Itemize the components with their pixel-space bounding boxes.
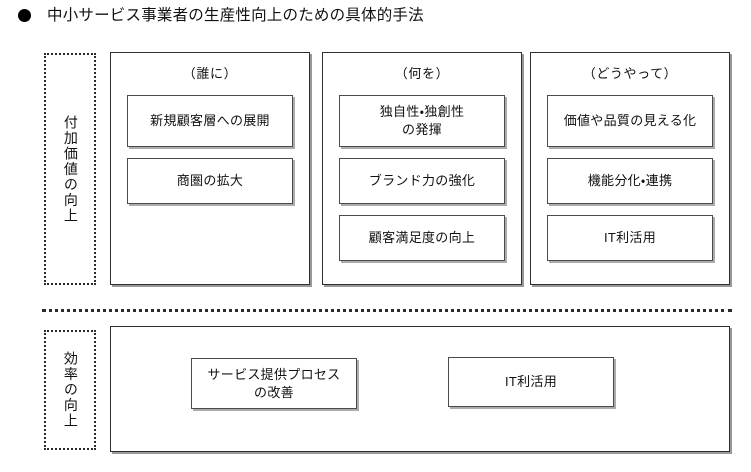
item-function-separation-cooperation[interactable]: 機能分化・連携	[547, 158, 713, 204]
column-panel-how: （どうやって） 価値や品質の見える化 機能分化・連携 IT利活用	[530, 52, 730, 285]
column-body-what: 独自性・独創性 の発揮 ブランド力の強化 顧客満足度の向上	[339, 95, 505, 274]
column-panel-what: （何を） 独自性・独創性 の発揮 ブランド力の強化 顧客満足度の向上	[322, 52, 522, 285]
item-new-customer-expansion[interactable]: 新規顧客層への展開	[127, 95, 293, 147]
column-body-how: 価値や品質の見える化 機能分化・連携 IT利活用	[547, 95, 713, 274]
column-header-who: （誰に）	[182, 66, 238, 81]
row-label-value-added: 付加価値の向上	[44, 53, 96, 285]
row-label-efficiency-text: 効率の向上	[62, 351, 79, 429]
bullet-icon	[18, 9, 31, 23]
row-label-value-added-text: 付加価値の向上	[62, 114, 79, 224]
column-body-who: 新規顧客層への展開 商圏の拡大	[127, 95, 293, 274]
item-it-utilization[interactable]: IT利活用	[547, 215, 713, 261]
column-header-how: （どうやって）	[582, 66, 678, 81]
item-value-quality-visualization[interactable]: 価値や品質の見える化	[547, 95, 713, 147]
item-trade-area-expansion[interactable]: 商圏の拡大	[127, 158, 293, 204]
section-divider	[42, 309, 732, 312]
page-title-text: 中小サービス事業者の生産性向上のための具体的手法	[47, 7, 424, 24]
page-title: 中小サービス事業者の生産性向上のための具体的手法	[18, 6, 424, 25]
item-it-utilization-efficiency[interactable]: IT利活用	[448, 357, 614, 407]
column-header-what: （何を）	[394, 66, 450, 81]
column-panel-who: （誰に） 新規顧客層への展開 商圏の拡大	[110, 52, 310, 285]
efficiency-panel: サービス提供プロセス の改善 IT利活用	[110, 326, 730, 452]
item-customer-satisfaction[interactable]: 顧客満足度の向上	[339, 215, 505, 261]
item-originality-creativity[interactable]: 独自性・独創性 の発揮	[339, 95, 505, 147]
item-service-process-improvement[interactable]: サービス提供プロセス の改善	[191, 358, 357, 409]
item-brand-power[interactable]: ブランド力の強化	[339, 158, 505, 204]
row-label-efficiency: 効率の向上	[44, 330, 96, 450]
